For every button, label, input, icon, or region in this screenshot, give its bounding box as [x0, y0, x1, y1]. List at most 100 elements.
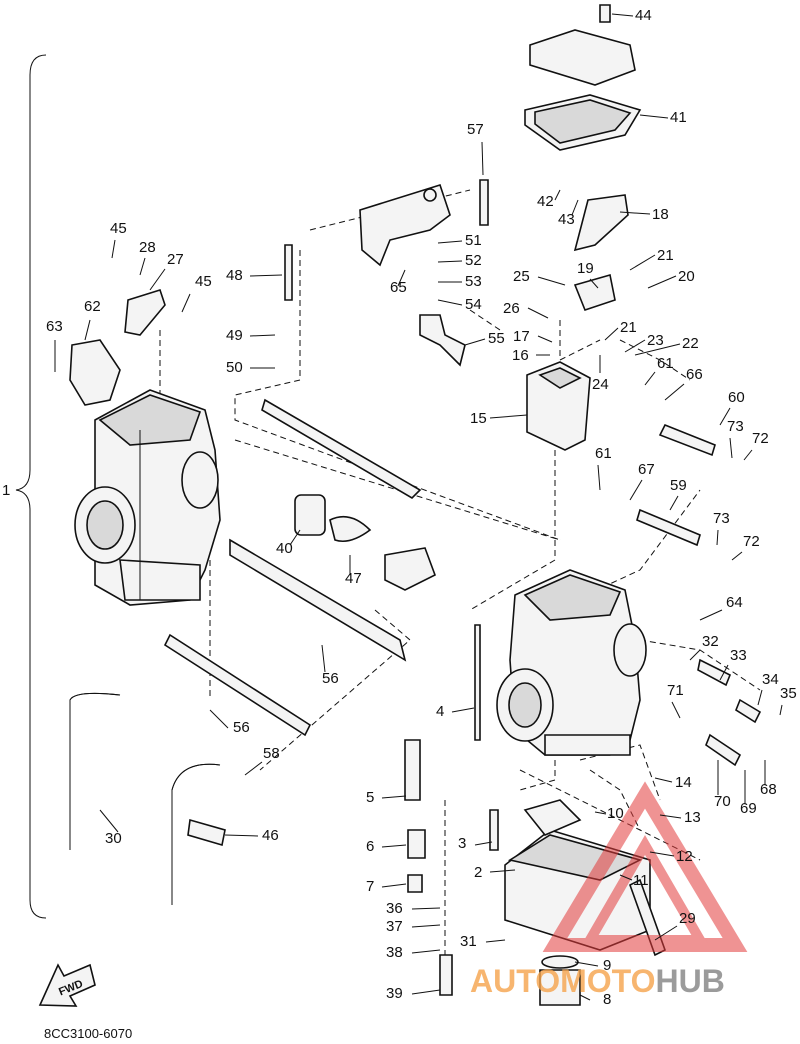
- callout-42: 42: [537, 193, 554, 210]
- callout-6: 6: [366, 838, 374, 855]
- callout-27: 27: [167, 251, 184, 268]
- leader-line: [644, 371, 656, 386]
- leader-line: [664, 383, 685, 401]
- callout-5: 5: [366, 789, 374, 806]
- callout-3: 3: [458, 835, 466, 852]
- leader-line: [571, 199, 579, 216]
- leader-line: [411, 907, 441, 910]
- callout-23: 23: [647, 332, 664, 349]
- leader-line: [249, 334, 276, 337]
- callout-18: 18: [652, 206, 669, 223]
- leader-line: [481, 141, 484, 176]
- leader-line: [537, 276, 566, 286]
- leader-line: [716, 529, 719, 546]
- leader-line: [381, 795, 407, 799]
- leader-line: [451, 707, 475, 713]
- callout-56: 56: [322, 670, 339, 687]
- leader-line: [604, 327, 619, 341]
- callout-52: 52: [465, 252, 482, 269]
- leader-line: [437, 299, 463, 306]
- leader-line: [321, 644, 326, 673]
- leader-line: [649, 851, 675, 857]
- callout-34: 34: [762, 671, 779, 688]
- leader-line: [743, 449, 753, 461]
- leader-line: [634, 343, 681, 356]
- diaphragm-block: [526, 361, 591, 451]
- callout-65: 65: [390, 279, 407, 296]
- fwd-arrow-icon: FWD: [38, 963, 96, 1007]
- callout-49: 49: [226, 327, 243, 344]
- leader-line: [527, 307, 549, 319]
- leader-line: [411, 949, 441, 954]
- callout-51: 51: [465, 232, 482, 249]
- leader-line: [554, 189, 561, 201]
- leader-line: [99, 809, 119, 833]
- leader-line: [244, 761, 263, 776]
- callout-64: 64: [726, 594, 743, 611]
- leader-line: [757, 689, 763, 706]
- callout-1: 1: [2, 482, 10, 499]
- leader-line: [654, 777, 673, 783]
- watermark-text: AUTOMOTOHUB: [470, 963, 725, 999]
- leader-line: [381, 883, 407, 888]
- leader-line: [611, 13, 634, 17]
- callout-43: 43: [558, 211, 575, 228]
- callout-61: 61: [657, 355, 674, 372]
- top-cover-group: [524, 4, 642, 151]
- callout-17: 17: [513, 328, 530, 345]
- callout-21: 21: [657, 247, 674, 264]
- callout-45: 45: [195, 273, 212, 290]
- callout-72: 72: [752, 430, 769, 447]
- leader-line: [111, 239, 116, 259]
- leader-line: [84, 319, 91, 341]
- leader-line: [729, 437, 733, 459]
- leader-line: [689, 649, 701, 661]
- callout-25: 25: [513, 268, 530, 285]
- leader-lines: [54, 13, 783, 1001]
- callout-22: 22: [682, 335, 699, 352]
- leader-line: [629, 254, 656, 271]
- callout-41: 41: [670, 109, 687, 126]
- left-carburetor-body: [74, 389, 221, 606]
- leader-line: [411, 989, 441, 995]
- callout-33: 33: [730, 647, 747, 664]
- callout-57: 57: [467, 121, 484, 138]
- callout-11: 11: [633, 872, 649, 889]
- assembly-guide-lines: [159, 189, 761, 990]
- callout-16: 16: [512, 347, 529, 364]
- leader-line: [139, 257, 146, 276]
- callout-8: 8: [603, 991, 611, 1008]
- callout-30: 30: [105, 830, 122, 847]
- callout-36: 36: [386, 900, 403, 917]
- callout-67: 67: [638, 461, 655, 478]
- callout-72: 72: [743, 533, 760, 550]
- callout-55: 55: [488, 330, 505, 347]
- leader-line: [397, 269, 406, 287]
- callout-14: 14: [675, 774, 692, 791]
- link-bracket: [359, 184, 451, 267]
- leader-line: [381, 844, 407, 848]
- callout-70: 70: [714, 793, 731, 810]
- callout-58: 58: [263, 745, 280, 762]
- callout-2: 2: [474, 864, 482, 881]
- callout-73: 73: [727, 418, 744, 435]
- leader-line: [719, 664, 729, 681]
- callout-71: 71: [667, 682, 684, 699]
- callout-56: 56: [233, 719, 250, 736]
- assembly-bracket: [15, 54, 47, 919]
- leader-line: [624, 339, 646, 353]
- callout-24: 24: [592, 376, 609, 393]
- leader-line: [224, 834, 259, 837]
- leader-line: [629, 479, 643, 501]
- leader-line: [699, 609, 723, 621]
- leader-line: [594, 811, 607, 815]
- leader-line: [597, 464, 601, 491]
- hoses: [69, 692, 221, 905]
- figure-code: 8CC3100-6070: [44, 1026, 133, 1041]
- callout-59: 59: [670, 477, 687, 494]
- leader-line: [589, 278, 599, 289]
- callout-61: 61: [595, 445, 612, 462]
- leader-line: [181, 293, 191, 313]
